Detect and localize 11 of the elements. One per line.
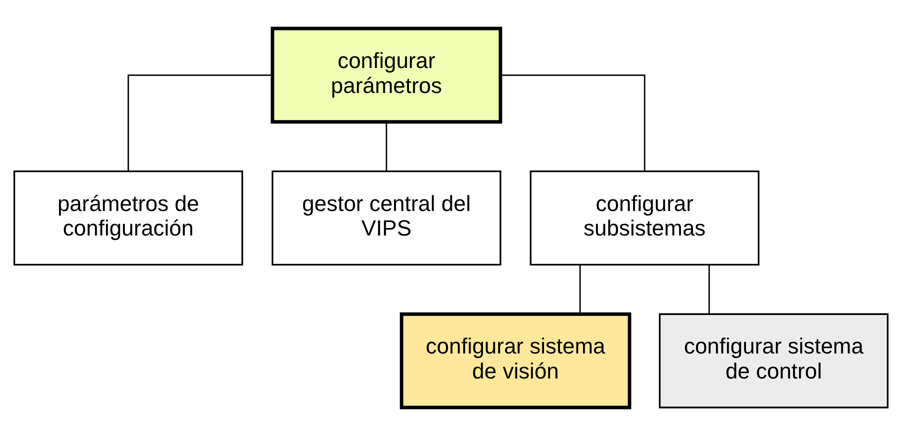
connector [386,122,388,172]
connector [579,264,581,314]
connector [128,74,272,172]
connector [708,264,710,314]
connector [500,74,646,172]
node-box: configurar sistema de visión [400,312,632,410]
node-box: configurar sistema de control [658,313,889,408]
node-box: parámetros de configuración [13,170,244,266]
node-box: configurar subsistemas [530,170,760,266]
node-box: gestor central del VIPS [272,170,502,266]
node-box: configurar parámetros [270,26,502,124]
